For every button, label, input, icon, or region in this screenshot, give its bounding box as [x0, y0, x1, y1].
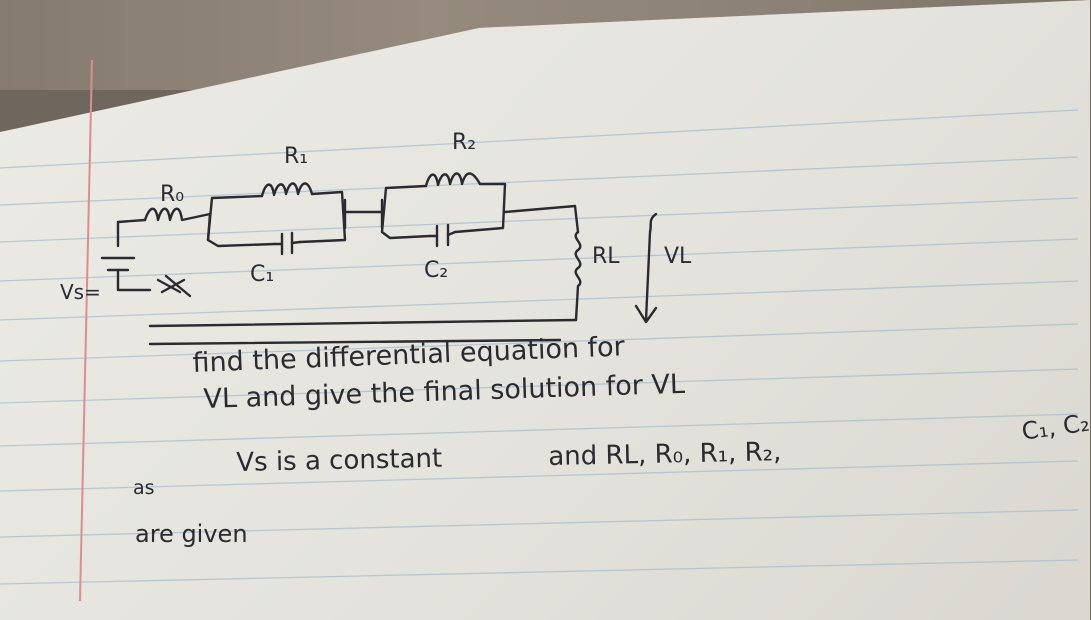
- problem-line-4-mid: Vs is a constant: [236, 443, 443, 478]
- label-r1: R₁: [284, 144, 309, 169]
- wire-to-r0: [116, 218, 147, 224]
- label-c1: C₁: [250, 262, 275, 287]
- label-c2: C₂: [424, 258, 449, 283]
- ruled-lines: [0, 109, 1079, 585]
- capacitor-c1-leads: [273, 240, 302, 246]
- label-vs: Vs=: [60, 280, 101, 304]
- resistor-r2: [424, 172, 482, 188]
- circuit-drawing: [0, 59, 1079, 602]
- label-rl: RL: [592, 244, 620, 269]
- block1-frame: [206, 190, 347, 248]
- problem-line-4-left: as: [133, 477, 155, 499]
- scribble-mark: [156, 274, 192, 298]
- resistor-r0: [143, 207, 212, 222]
- label-vl: VL: [664, 244, 692, 269]
- capacitor-c2-plates: [435, 223, 450, 248]
- block-connector: [343, 198, 384, 230]
- margin-line: [79, 59, 93, 602]
- problem-line-5: are given: [135, 520, 248, 548]
- vl-arrowhead: [634, 304, 658, 324]
- label-r0: R₀: [160, 182, 185, 207]
- capacitor-c2-leads: [428, 230, 457, 238]
- return-wire: [148, 318, 578, 328]
- source-lead: [116, 268, 152, 292]
- resistor-rl: [574, 230, 582, 322]
- ground-line: [148, 338, 562, 346]
- output-wire: [503, 204, 580, 234]
- block2-frame: [380, 182, 507, 240]
- resistor-r1: [260, 182, 314, 198]
- vl-arrow: [644, 212, 658, 322]
- capacitor-c1-plates: [280, 231, 294, 256]
- label-r2: R₂: [452, 130, 477, 155]
- problem-line-4-right: and RL, R₀, R₁, R₂,: [548, 437, 782, 472]
